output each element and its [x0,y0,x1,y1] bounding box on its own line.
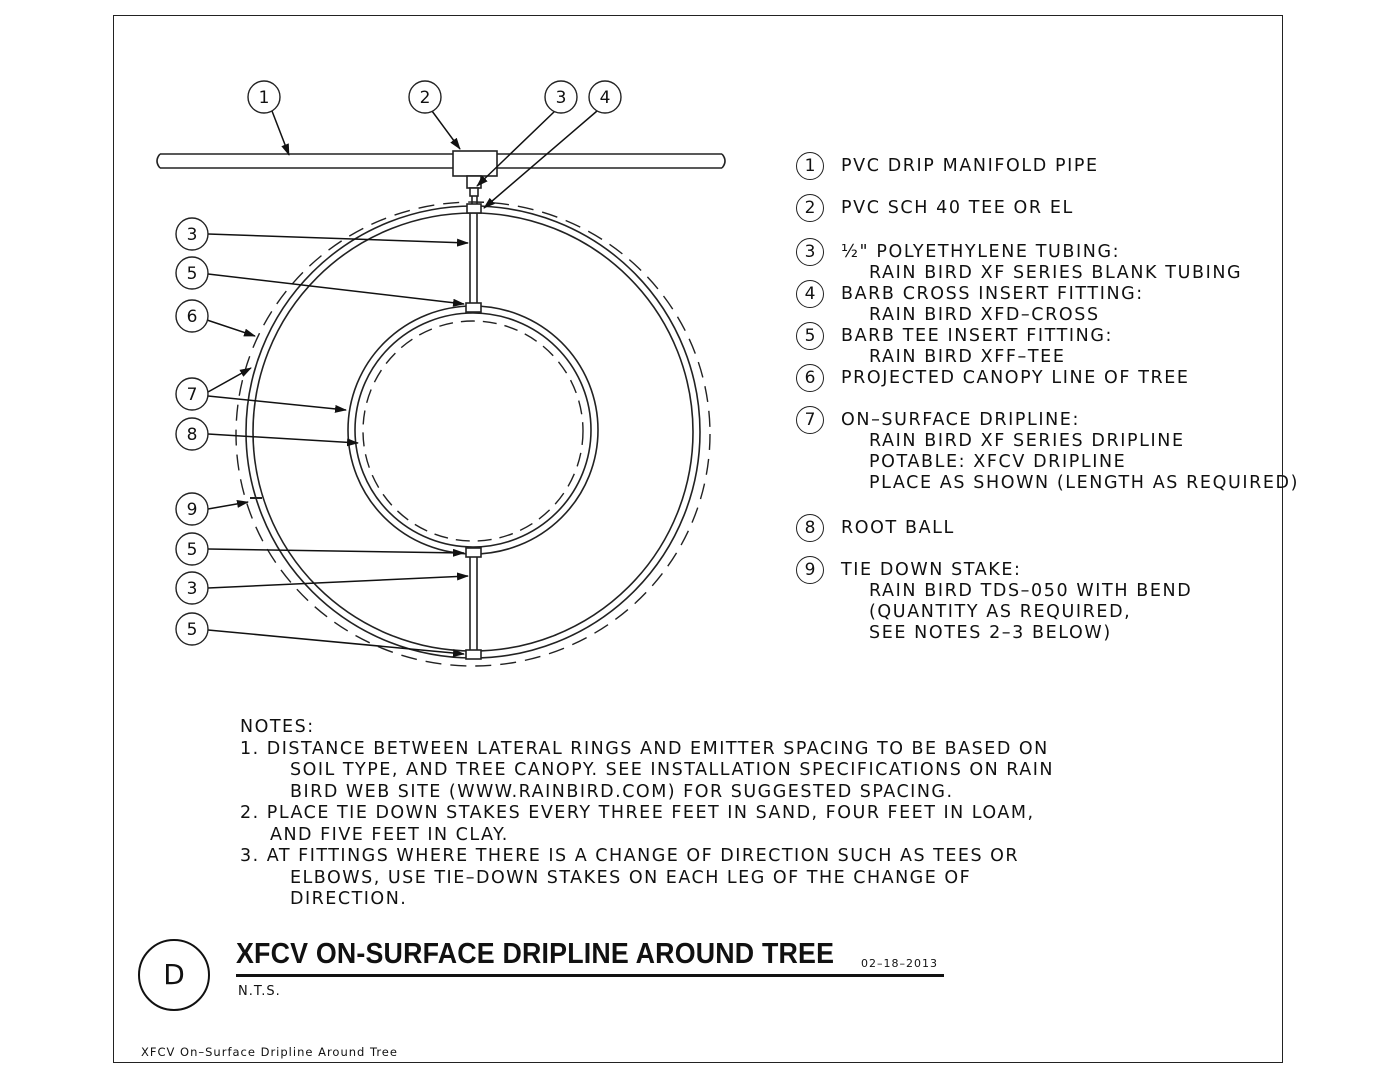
legend-line: PROJECTED CANOPY LINE OF TREE [841,368,1190,388]
legend-bubble: 9 [796,556,824,584]
legend-line: BARB CROSS INSERT FITTING: [841,284,1144,304]
note-2-cont: AND FIVE FEET IN CLAY. [270,824,509,845]
inner-dripline-ring [347,305,599,555]
notes-heading: NOTES: [240,717,315,737]
notes-block: NOTES:1. DISTANCE BETWEEN LATERAL RINGS … [240,717,1054,911]
legend-line: RAIN BIRD XF SERIES DRIPLINE [869,431,1185,451]
legend-bubble: 4 [796,280,824,308]
detail-title: XFCV ON-SURFACE DRIPLINE AROUND TREE [236,938,835,970]
callout-2: 2 [420,88,431,108]
outer-dripline-ring [245,205,701,659]
pvc-tee-fitting [452,150,498,177]
callout-1: 1 [259,88,270,108]
legend-line: RAIN BIRD XFD–CROSS [869,305,1100,325]
legend-line: BARB TEE INSERT FITTING: [841,326,1114,346]
legend-line: TIE DOWN STAKE: [841,560,1022,580]
legend-line: (QUANTITY AS REQUIRED, [869,602,1132,622]
detail-date: 02–18–2013 [861,957,938,970]
legend-line: RAIN BIRD XFF–TEE [869,347,1066,367]
legend-bubble: 5 [796,322,824,350]
callout-3-left-upper: 3 [187,225,198,245]
root-ball [362,320,584,542]
note-3: 3. AT FITTINGS WHERE THERE IS A CHANGE O… [240,846,1020,866]
legend-line: RAIN BIRD TDS–050 WITH BEND [869,581,1193,601]
note-3-cont: DIRECTION. [290,889,408,909]
legend-bubble: 3 [796,238,824,266]
legend-line: PVC DRIP MANIFOLD PIPE [841,156,1099,176]
note-2: 2. PLACE TIE DOWN STAKES EVERY THREE FEE… [240,803,1035,823]
legend-line: PLACE AS SHOWN (LENGTH AS REQUIRED) [869,473,1300,493]
callout-5-left-mid: 5 [187,540,198,560]
legend-line: ROOT BALL [841,518,955,538]
detail-scale: N.T.S. [238,984,281,999]
callout-3-top: 3 [556,88,567,108]
legend-bubble: 7 [796,406,824,434]
legend-line: POTABLE: XFCV DRIPLINE [869,452,1127,472]
canopy-line [235,201,711,667]
note-3-cont: ELBOWS, USE TIE–DOWN STAKES ON EACH LEG … [290,867,972,888]
callout-6: 6 [187,307,198,327]
barb-tee-fitting-top [465,302,482,313]
legend-line: RAIN BIRD XF SERIES BLANK TUBING [869,263,1243,283]
manifold-pipe [156,153,726,169]
barb-tee-fitting-bottom [465,649,482,660]
note-1: 1. DISTANCE BETWEEN LATERAL RINGS AND EM… [240,738,1049,759]
callout-5-left-lower: 5 [187,620,198,640]
legend-line: SEE NOTES 2–3 BELOW) [869,623,1112,643]
legend-line: PVC SCH 40 TEE OR EL [841,198,1074,218]
legend-bubble: 1 [796,152,824,180]
blank-tubing-lower [469,557,478,650]
callout-7: 7 [187,385,198,405]
legend-line: ON–SURFACE DRIPLINE: [841,410,1080,430]
callout-4: 4 [600,88,611,108]
barb-cross-fitting [466,203,482,214]
legend-bubble: 8 [796,514,824,542]
blank-tubing-upper [469,212,478,303]
callout-3-left-lower: 3 [187,579,198,599]
legend-bubble: 6 [796,364,824,392]
title-underline [236,974,944,977]
barb-tee-fitting-mid [465,547,482,558]
callout-5-left-upper: 5 [187,264,198,284]
legend-bubble: 2 [796,194,824,222]
legend-line: ½" POLYETHYLENE TUBING: [841,242,1121,262]
detail-letter-bubble: D [138,939,210,1011]
footer-label: XFCV On–Surface Dripline Around Tree [141,1045,398,1059]
drawing-border [113,15,1283,1063]
callout-9: 9 [187,500,198,520]
note-1-cont: BIRD WEB SITE (WWW.RAINBIRD.COM) FOR SUG… [290,781,954,802]
note-1-cont: SOIL TYPE, AND TREE CANOPY. SEE INSTALLA… [290,760,1054,780]
callout-8: 8 [187,425,198,445]
